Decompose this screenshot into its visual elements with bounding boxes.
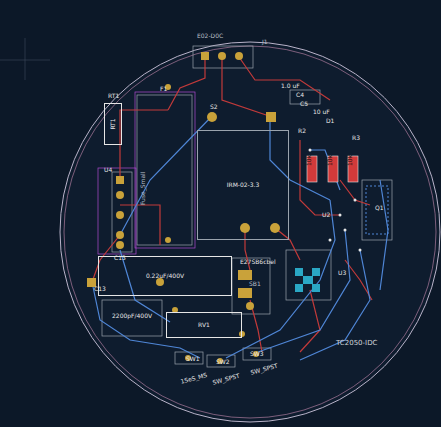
component-value: IRM-02-3.3 (227, 182, 260, 188)
reference-label: C13 (114, 255, 126, 261)
reference-label: R2 (298, 128, 306, 134)
reference-label: 1.0 uF (281, 83, 300, 89)
reference-label: U3 (338, 270, 346, 276)
reference-label: RT1 (108, 93, 119, 99)
reference-label: 10k (347, 155, 353, 166)
thermistor-box: RT1 (104, 103, 122, 145)
reference-label: E02-D0C (197, 33, 223, 39)
component-value: RV1 (198, 322, 210, 328)
reference-label: SW2 (216, 359, 230, 365)
vias (309, 149, 362, 252)
reference-label: R3 (352, 135, 360, 141)
reference-label: D1 (326, 118, 334, 124)
reference-label: 2200pF/400V (112, 313, 152, 319)
capacitor-box: 0.22uF/400V (98, 256, 232, 296)
varistor-box: RV1 (166, 312, 242, 338)
reference-label: 10k (306, 155, 312, 166)
reference-label: C5 (300, 101, 308, 107)
component-value: RT1 (110, 118, 116, 129)
reference-label: S2 (210, 104, 218, 110)
power-module-box: IRM-02-3.3 (197, 130, 289, 240)
reference-label: Fuse_Small (140, 172, 146, 205)
component-outlines (102, 46, 392, 367)
back-copper (92, 116, 388, 360)
reference-label: SW1 (186, 356, 200, 362)
reference-label: SW3 (250, 351, 264, 357)
connector-label: TC2050-IDC (336, 340, 377, 347)
reference-label: 10 uF (313, 109, 330, 115)
reference-label: C13 (94, 286, 106, 292)
reference-label: E27SB6cbel (240, 259, 276, 265)
reference-label: U2 (322, 212, 330, 218)
board-courtyard (64, 46, 436, 418)
reference-label: Q1 (375, 205, 384, 211)
component-value: 0.22uF/400V (146, 273, 184, 279)
pads (87, 52, 388, 364)
reference-label: C4 (296, 92, 304, 98)
reference-label: J1 (262, 39, 268, 45)
reference-label: 10k (327, 155, 333, 166)
courtyards (98, 92, 195, 254)
reference-label: F1 (160, 86, 167, 92)
reference-label: U4 (104, 167, 112, 173)
reference-label: SB1 (249, 281, 261, 287)
board-edge (60, 42, 440, 422)
